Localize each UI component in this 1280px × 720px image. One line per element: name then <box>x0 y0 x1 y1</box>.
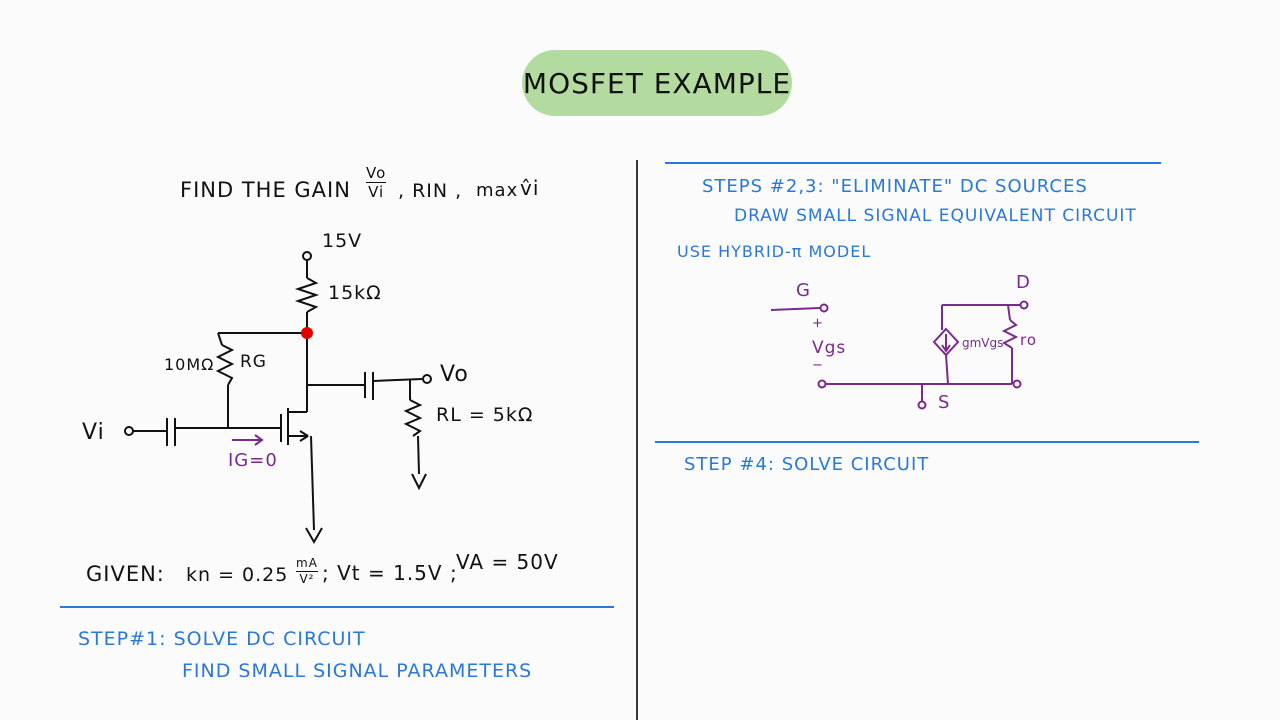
given-label: GIVEN: <box>86 562 165 586</box>
step1-heading: STEP#1: SOLVE DC CIRCUIT <box>78 628 366 650</box>
drain-node <box>1019 300 1029 310</box>
source-label: S <box>938 392 951 413</box>
source-right-node <box>1012 379 1022 389</box>
page-title: MOSFET EXAMPLE <box>522 66 792 100</box>
rd-label: 15kΩ <box>328 282 382 304</box>
center-divider <box>636 160 638 720</box>
gain-denominator: Vi <box>368 183 385 201</box>
pointer-dot <box>301 327 313 339</box>
step1-rule <box>60 606 614 608</box>
vgs-plus: + <box>812 316 824 331</box>
source-left-node <box>817 379 827 389</box>
ro-label: ro <box>1020 331 1038 349</box>
step23-heading: STEPS #2,3: "ELIMINATE" DC SOURCES <box>702 176 1088 197</box>
step23-subheading: DRAW SMALL SIGNAL EQUIVALENT CIRCUIT <box>734 206 1137 226</box>
rl-label: RL = 5kΩ <box>436 404 534 426</box>
gm-label: gmVgs <box>962 336 1004 350</box>
amplifier-schematic <box>124 251 432 545</box>
problem-prompt: FIND THE GAIN <box>180 178 351 202</box>
kn-unit: mA V² <box>296 556 318 587</box>
rg-value-label: 10MΩ <box>164 355 215 374</box>
rg-name-label: RG <box>240 352 267 372</box>
step23-rule <box>665 162 1161 164</box>
rg-resistor <box>215 344 235 386</box>
drain-label: D <box>1016 272 1031 293</box>
ro-resistor <box>1001 319 1019 349</box>
rin-text: , RIN , <box>398 180 463 202</box>
ground-symbol <box>305 527 323 545</box>
max-label: max <box>476 180 519 201</box>
title-banner: MOSFET EXAMPLE <box>522 50 792 116</box>
vo-label: Vo <box>440 362 469 387</box>
prompt-text: FIND THE GAIN <box>180 178 351 202</box>
ig-arrow <box>232 434 264 446</box>
kn-value: kn = 0.25 <box>186 564 289 586</box>
step4-heading: STEP #4: SOLVE CIRCUIT <box>684 454 930 475</box>
va-value: VA = 50V <box>456 550 559 574</box>
gain-fraction: Vo Vi <box>366 164 387 201</box>
vgs-minus: − <box>812 358 824 373</box>
vgs-label: Vgs <box>812 338 847 358</box>
rl-ground-symbol <box>411 473 427 491</box>
ig-label: IG=0 <box>228 450 278 471</box>
rd-resistor <box>294 277 320 313</box>
vdd-label: 15V <box>322 230 363 252</box>
kn-unit-den: V² <box>299 572 315 586</box>
step1-subheading: FIND SMALL SIGNAL PARAMETERS <box>182 660 533 682</box>
max-vi: v̂i <box>520 176 540 200</box>
vi-label: Vi <box>82 420 105 445</box>
vt-value: ; Vt = 1.5V ; <box>322 561 458 585</box>
kn-unit-num: mA <box>296 556 318 572</box>
gain-numerator: Vo <box>366 164 387 183</box>
step4-rule <box>655 441 1199 443</box>
rl-resistor <box>403 399 423 437</box>
gate-node <box>819 303 829 313</box>
source-terminal <box>917 400 927 410</box>
vo-terminal <box>422 374 432 384</box>
hybrid-pi-note: USE HYBRID-π MODEL <box>677 242 872 261</box>
gate-label: G <box>796 280 811 301</box>
